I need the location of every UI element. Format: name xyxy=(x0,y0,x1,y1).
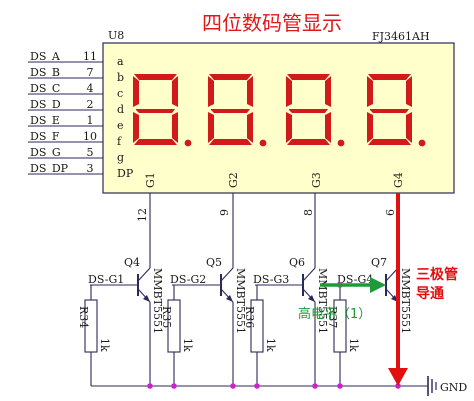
input-pin-dp: DS_DP 3 DP xyxy=(28,162,134,180)
segment-letter: c xyxy=(117,87,123,100)
transistor-model: MMBT5551 xyxy=(234,268,247,334)
transistor-ref: Q7 xyxy=(371,256,387,269)
resistor-value: 1k xyxy=(347,338,360,352)
resistor-ref: R35 xyxy=(160,306,173,328)
input-pin-number: 3 xyxy=(87,162,94,175)
input-pin-number: 5 xyxy=(87,146,94,159)
digit-pin-number: 8 xyxy=(302,209,315,216)
input-net-label: DS_G xyxy=(30,146,61,159)
input-net-label: DS_A xyxy=(30,50,61,63)
digit-label: G1 xyxy=(144,172,157,188)
input-pin-d: DS_D 2 d xyxy=(28,98,124,116)
display-chip-body xyxy=(102,42,455,194)
segment-letter: f xyxy=(117,135,122,148)
input-pin-number: 10 xyxy=(83,130,97,143)
input-pin-a: DS_A 11 a xyxy=(28,50,124,68)
digit-label: G3 xyxy=(310,172,323,188)
resistor-ref: R37 xyxy=(326,306,339,328)
resistor-ref: R36 xyxy=(243,306,256,328)
resistor-value: 1k xyxy=(181,338,194,352)
seven-segment-digit-4 xyxy=(367,74,426,147)
segment-letter: d xyxy=(117,103,124,116)
digit-label: G2 xyxy=(227,172,240,188)
transistor-on-label-line2: 导通 xyxy=(416,286,444,302)
transistor-model: MMBT5551 xyxy=(399,268,412,334)
base-net-label: DS-G2 xyxy=(170,273,206,286)
seven-segment-digit-2 xyxy=(208,74,267,147)
current-flow-arrow xyxy=(388,193,408,386)
segment-input-pins: DS_A 11 a DS_B 7 b DS_C 4 c DS_D 2 d DS_… xyxy=(28,50,134,180)
transistor-on-label-line1: 三极管 xyxy=(416,266,458,283)
chip-name: FJ3461AH xyxy=(372,30,430,43)
input-pin-number: 11 xyxy=(83,50,97,63)
digit-common-pins: G1 G2 G3 G4 12 9 8 6 xyxy=(136,172,405,265)
input-pin-number: 1 xyxy=(87,114,94,127)
chip-ref: U8 xyxy=(108,29,124,42)
segment-letter: b xyxy=(117,71,124,84)
base-net-label: DS-G4 xyxy=(337,273,373,286)
input-net-label: DS_F xyxy=(30,130,60,143)
driver-stage-2: Q5 DS-G2 MMBT5551 R35 1k xyxy=(160,256,247,386)
seven-segment-digit-1 xyxy=(133,74,192,147)
input-pin-number: 2 xyxy=(87,98,94,111)
input-net-label: DS_E xyxy=(30,114,60,127)
input-pin-number: 7 xyxy=(87,66,94,79)
segment-letter: g xyxy=(117,151,124,164)
digit-label: G4 xyxy=(392,172,405,188)
transistor-ref: Q4 xyxy=(124,256,140,269)
resistor-value: 1k xyxy=(264,338,277,352)
input-net-label: DS_D xyxy=(30,98,61,111)
base-drive-arrow xyxy=(320,277,386,293)
junction-nodes xyxy=(147,282,401,389)
segment-letter: a xyxy=(117,55,124,68)
segment-letter: e xyxy=(117,119,124,132)
resistor-ref: R34 xyxy=(77,306,90,328)
input-pin-c: DS_C 4 c xyxy=(28,82,123,100)
base-net-label: DS-G3 xyxy=(253,273,289,286)
high-level-label: 高电平（1） xyxy=(298,306,371,322)
transistor-model: MMBT5551 xyxy=(151,268,164,334)
input-net-label: DS_B xyxy=(30,66,60,79)
seven-segment-digit-3 xyxy=(286,74,345,147)
input-net-label: DS_C xyxy=(30,82,60,95)
resistor-value: 1k xyxy=(98,338,111,352)
digit-pin-number: 9 xyxy=(218,209,231,216)
base-net-label: DS-G1 xyxy=(88,273,124,286)
digit-pin-number: 6 xyxy=(384,209,397,216)
transistor-ref: Q6 xyxy=(289,256,305,269)
input-pin-e: DS_E 1 e xyxy=(28,114,124,132)
input-net-label: DS_DP xyxy=(30,162,69,175)
driver-stage-1: Q4 DS-G1 MMBT5551 R34 1k xyxy=(77,256,164,386)
ground-label: GND xyxy=(440,381,467,394)
input-pin-b: DS_B 7 b xyxy=(28,66,124,84)
input-pin-f: DS_F 10 f xyxy=(28,130,122,148)
input-pin-number: 4 xyxy=(87,82,94,95)
input-pin-g: DS_G 5 g xyxy=(28,146,124,164)
segment-letter: DP xyxy=(117,167,134,180)
digit-pin-number: 12 xyxy=(136,208,149,222)
diagram-title: 四位数码管显示 xyxy=(202,11,342,35)
transistor-ref: Q5 xyxy=(206,256,222,269)
ground-symbol: GND xyxy=(427,376,467,396)
